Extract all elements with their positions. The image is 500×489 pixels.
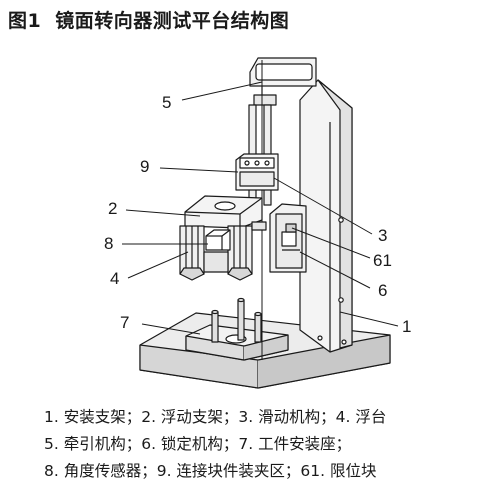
connection-block-clamp (235, 153, 279, 191)
leader-5 (181, 81, 263, 101)
callout-9: 9 (140, 157, 149, 176)
figure-title-text: 镜面转向器测试平台结构图 (55, 10, 290, 32)
callout-2: 2 (108, 199, 117, 218)
leader-6 (299, 251, 371, 289)
figure-number: 图1 (8, 10, 42, 32)
callout-8: 8 (104, 234, 113, 253)
leader-3 (273, 177, 373, 235)
callout-61: 61 (373, 251, 392, 270)
callout-4: 4 (110, 269, 119, 288)
leader-2 (125, 209, 201, 217)
leader-4 (127, 251, 189, 279)
figure-title: 图1 镜面转向器测试平台结构图 (8, 6, 289, 33)
leader-9 (159, 167, 239, 173)
floating-bracket (184, 195, 263, 229)
leader-1 (339, 311, 399, 327)
structure-drawing: 5 9 2 8 4 7 3 61 6 1 (104, 57, 411, 389)
callout-1: 1 (402, 317, 411, 336)
leader-7 (141, 323, 201, 335)
callout-7: 7 (120, 313, 129, 332)
floating-platform (179, 221, 267, 281)
legend-line-1: 1. 安装支架；2. 浮动支架；3. 滑动机构；4. 浮台 (44, 408, 387, 426)
workpiece-mount (185, 297, 289, 361)
leader-61 (291, 227, 371, 259)
mounting-bracket (299, 79, 353, 353)
legend-line-3: 8. 角度传感器；9. 连接块件装夹区；61. 限位块 (44, 462, 377, 480)
callout-5: 5 (162, 93, 171, 112)
callout-3: 3 (378, 226, 387, 245)
angle-sensor (205, 229, 231, 251)
limit-block (285, 223, 297, 233)
callout-6: 6 (378, 281, 387, 300)
locking-mechanism (269, 203, 307, 273)
legend-line-2: 5. 牵引机构；6. 锁定机构；7. 工件安装座； (44, 435, 352, 453)
leader-lines (122, 81, 399, 335)
traction-mechanism (249, 57, 317, 360)
